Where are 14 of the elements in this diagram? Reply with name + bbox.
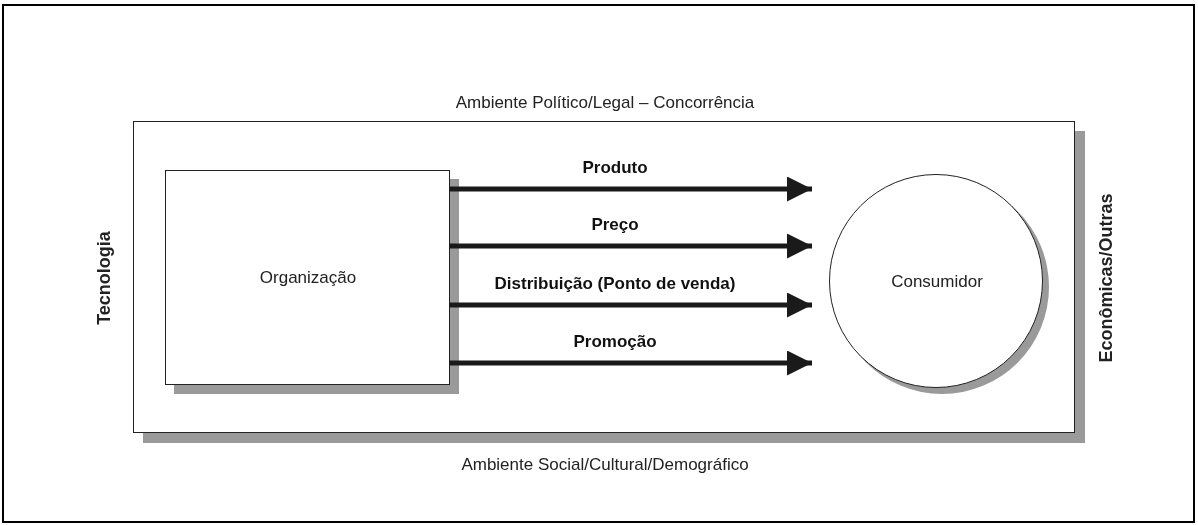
arrow	[449, 233, 812, 259]
environment-label: Econômicas/Outras	[1095, 193, 1117, 363]
node-label: Organização	[259, 268, 357, 288]
node-label: Consumidor	[891, 272, 983, 292]
arrow	[449, 176, 812, 202]
edge-label: Distribuição (Ponto de venda)	[492, 274, 738, 294]
organization-box	[165, 170, 450, 385]
arrow	[449, 350, 812, 376]
environment-label: Tecnologia	[93, 231, 115, 325]
environment-label: Ambiente Social/Cultural/Demográfico	[461, 455, 749, 475]
edge-label: Preço	[589, 215, 641, 235]
edge-label: Promoção	[571, 332, 659, 352]
arrow	[449, 292, 812, 318]
environment-label: Ambiente Político/Legal – Concorrência	[455, 93, 755, 113]
